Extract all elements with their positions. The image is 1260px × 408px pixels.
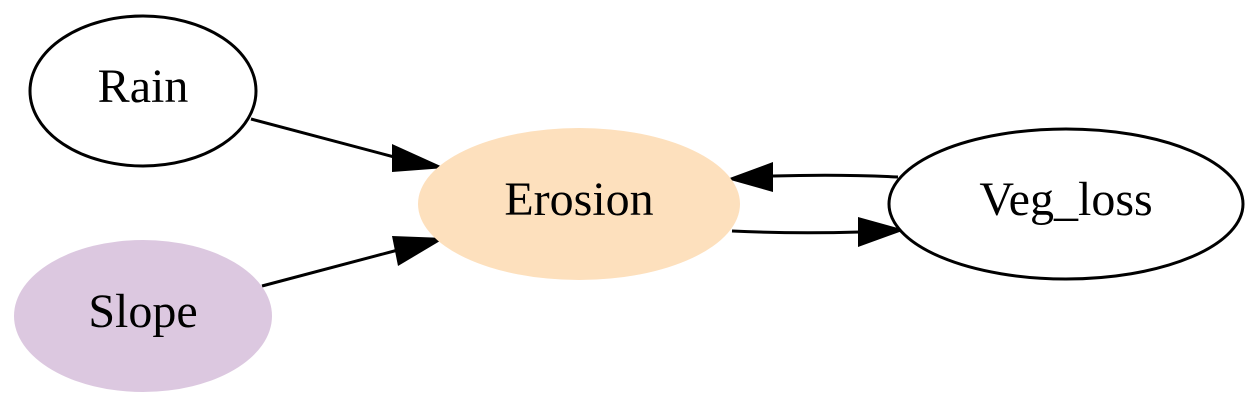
- edge-rain-to-erosion: [250, 117, 445, 172]
- edge-vegloss-to-erosion: [727, 162, 899, 192]
- node-label-veg-loss: Veg_loss: [979, 173, 1152, 226]
- edge-slope-to-erosion: [261, 236, 445, 288]
- node-label-rain: Rain: [98, 60, 189, 113]
- node-erosion: Erosion: [418, 128, 740, 280]
- edge-erosion-to-vegloss: [731, 217, 905, 247]
- node-label-erosion: Erosion: [504, 173, 653, 226]
- node-rain: Rain: [28, 14, 258, 168]
- node-veg-loss: Veg_loss: [887, 127, 1245, 281]
- node-label-slope: Slope: [88, 285, 197, 338]
- node-slope: Slope: [14, 240, 272, 392]
